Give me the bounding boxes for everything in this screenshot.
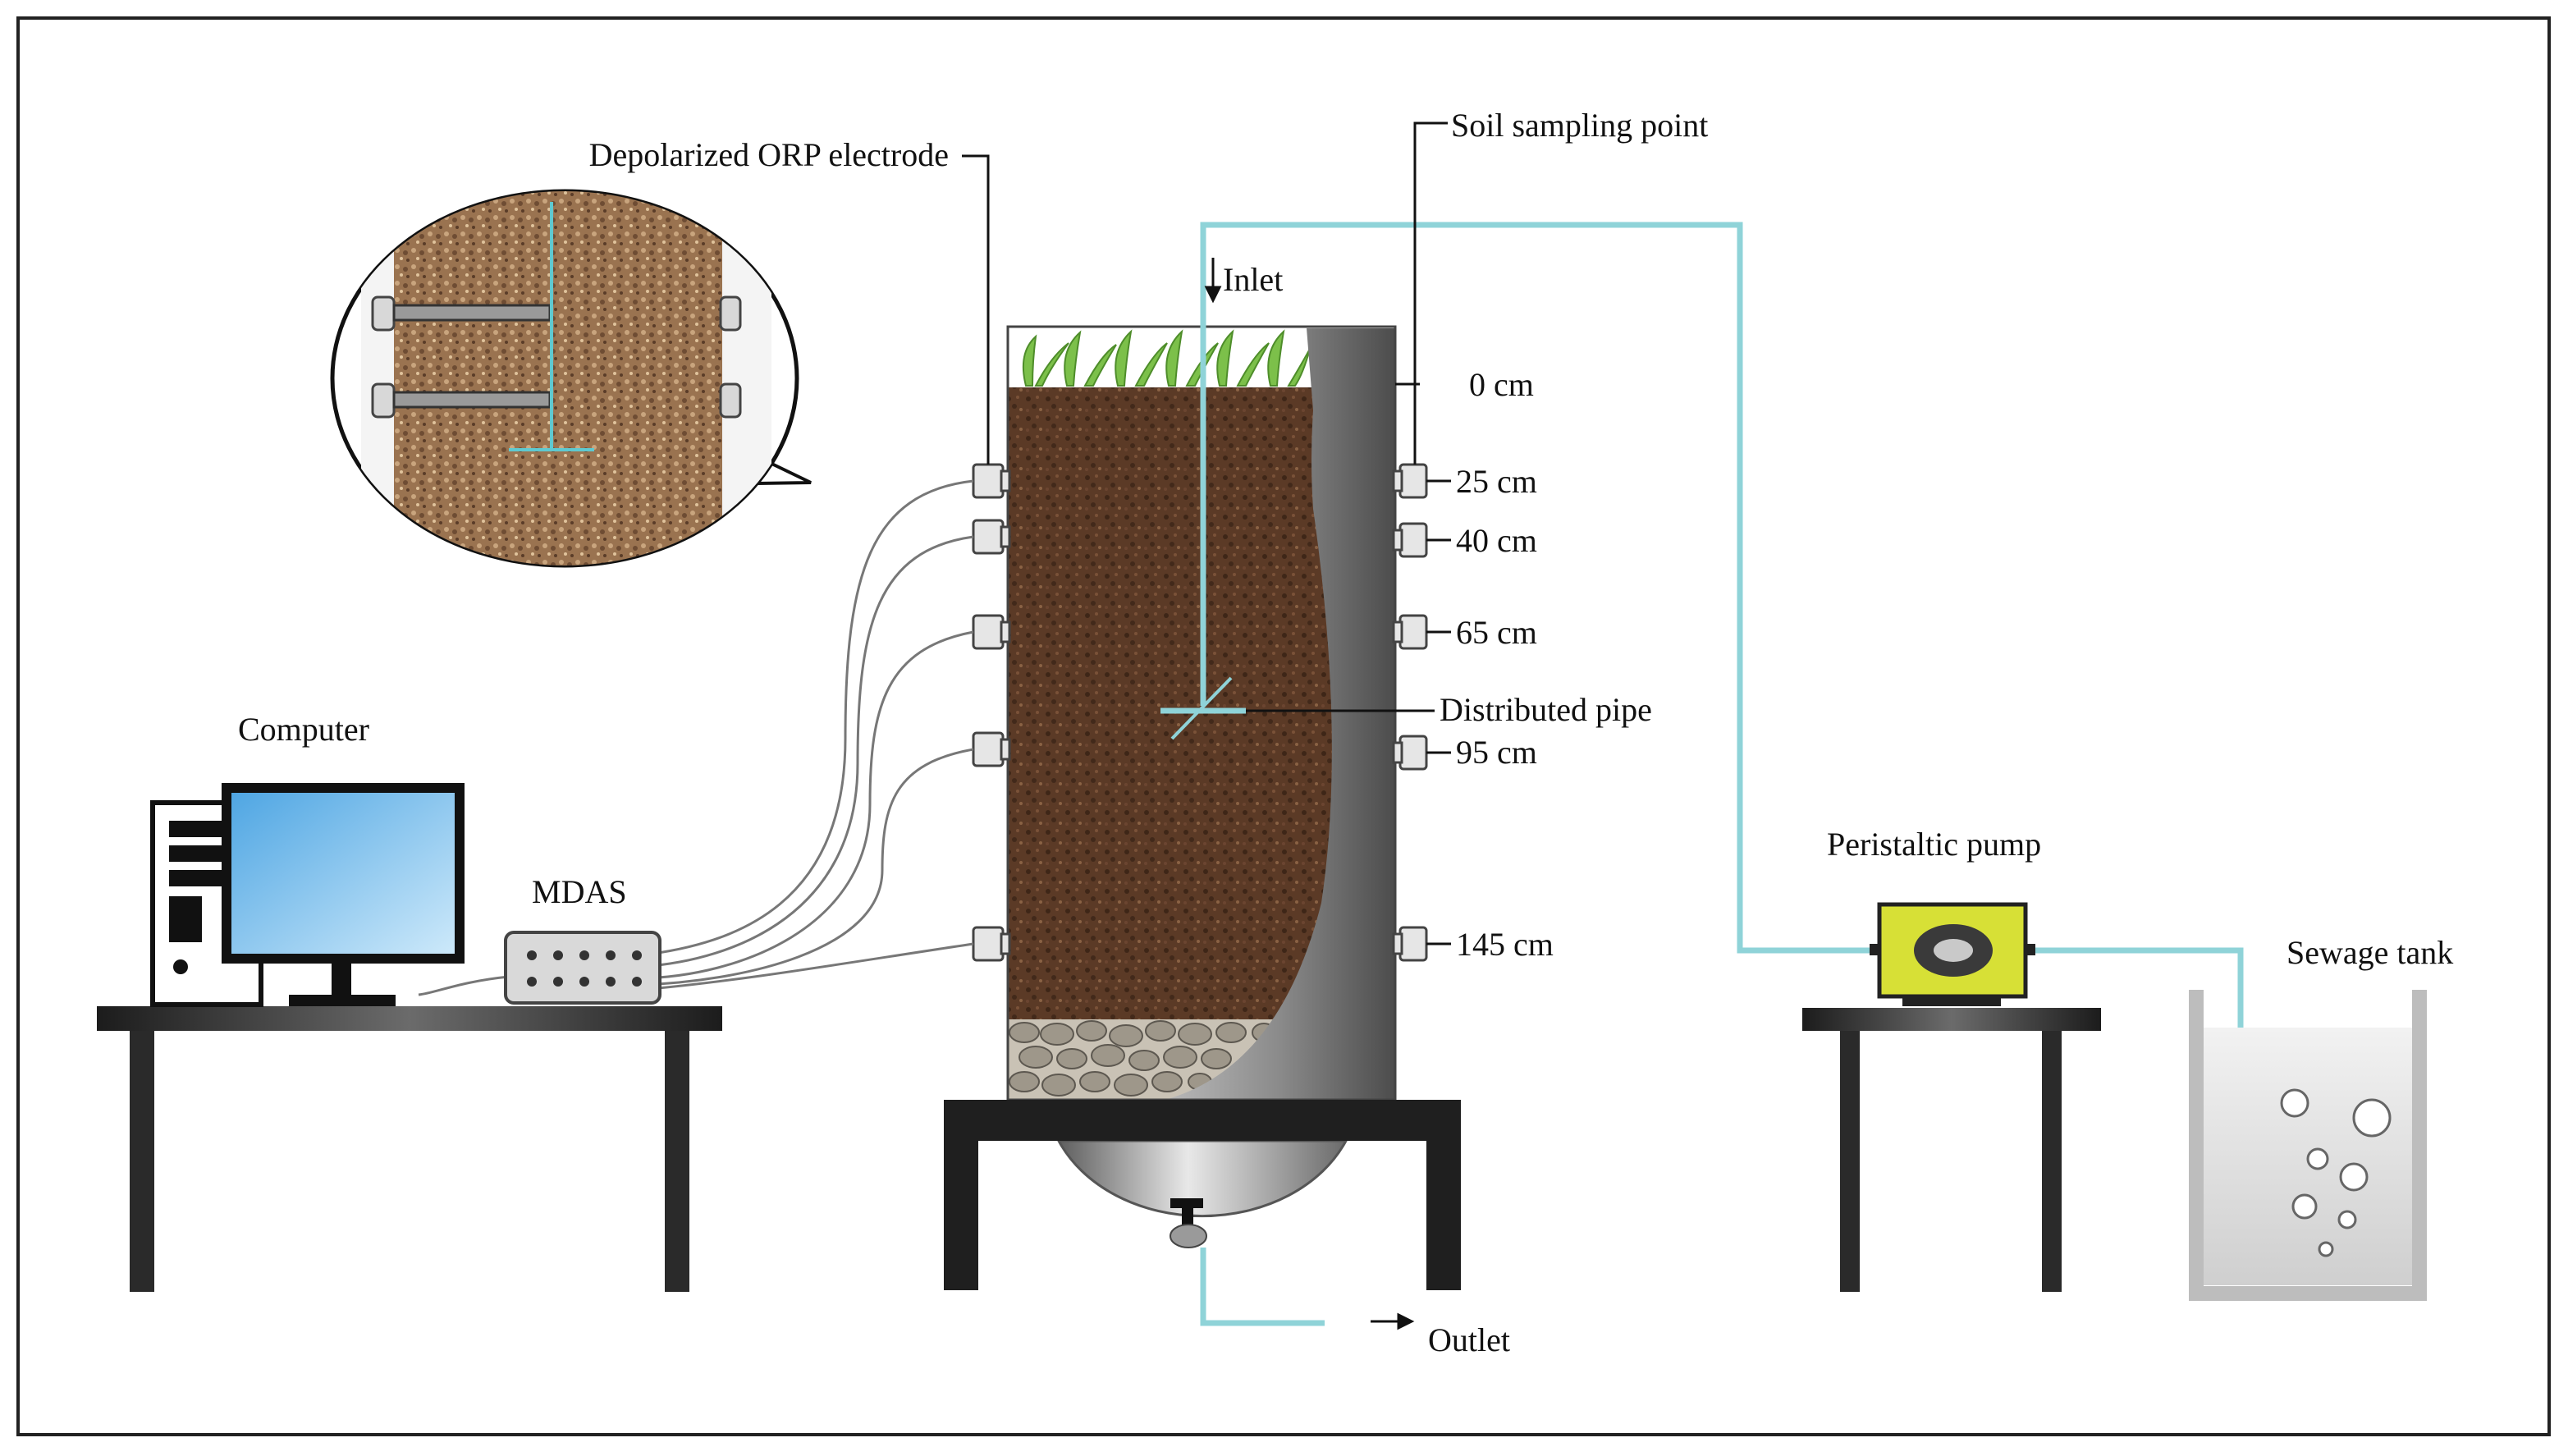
pump-table (1802, 1008, 2101, 1292)
depth-label: 145 cm (1456, 926, 1554, 963)
electrode-cables (418, 479, 974, 996)
label-distributed-pipe: Distributed pipe (1440, 691, 1652, 728)
label-depolarized-orp-electrode: Depolarized ORP electrode (589, 136, 949, 173)
valve-icon (1170, 1198, 1207, 1248)
leader-lines (962, 121, 1451, 945)
stand-top (944, 1100, 1461, 1141)
computer-desk (97, 1006, 722, 1292)
label-peristaltic-pump: Peristaltic pump (1827, 826, 2041, 863)
sewage-tank-icon (2189, 990, 2427, 1301)
depth-label: 0 cm (1469, 366, 1534, 403)
arrow-down-icon (1204, 286, 1222, 304)
label-sewage-tank: Sewage tank (2286, 934, 2453, 971)
arrow-right-icon (1397, 1312, 1415, 1330)
electrode-ports-left (972, 463, 1011, 962)
column-wall (1165, 328, 1395, 1100)
electrode-rod-icon (392, 391, 552, 409)
mdas-device-icon (504, 931, 661, 1005)
electrode-rod-icon (392, 304, 552, 322)
inlet-pipe (1200, 222, 1879, 954)
sampling-ports-right (1392, 463, 1428, 962)
figure-frame (16, 16, 2551, 1436)
bubble-icons (2280, 1088, 2392, 1257)
depth-label: 95 cm (1456, 734, 1537, 771)
plant-icon (1022, 329, 1311, 387)
label-computer: Computer (238, 711, 369, 748)
depth-label: 65 cm (1456, 614, 1537, 651)
electrode-holder-icon (371, 382, 396, 419)
flow-arrows (1204, 258, 1415, 1330)
electrode-holder-icon (371, 295, 396, 332)
label-outlet: Outlet (1428, 1321, 1510, 1358)
monitor-icon (222, 783, 465, 1006)
depth-label: 40 cm (1456, 522, 1537, 559)
magnified-soil (394, 191, 722, 565)
label-inlet: Inlet (1223, 261, 1283, 298)
soil-layer (1008, 387, 1336, 1019)
peristaltic-pump-icon (1870, 902, 2035, 1006)
column-stand (944, 1100, 1461, 1290)
outlet-pipe (1200, 1248, 1325, 1326)
label-mdas: MDAS (532, 873, 627, 910)
magnified-soil-bubble (330, 189, 812, 568)
depth-label: 25 cm (1456, 463, 1537, 500)
label-soil-sampling-point: Soil sampling point (1451, 107, 1708, 144)
monitor-screen (231, 793, 455, 954)
collection-dome (1056, 1139, 1348, 1218)
